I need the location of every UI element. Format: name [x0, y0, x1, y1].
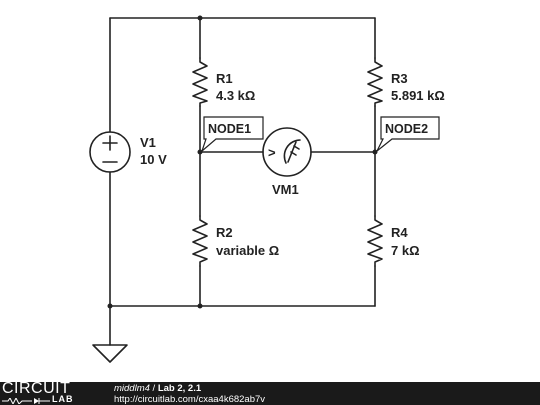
resistor-r4[interactable]: [367, 215, 383, 267]
resistor-r3[interactable]: [367, 57, 383, 107]
logo-wire-icon: [2, 398, 50, 404]
r3-name: R3: [391, 71, 408, 86]
node2-tag-box[interactable]: [376, 116, 440, 152]
junction-bottom-left: [197, 303, 203, 309]
v1-value: 10 V: [140, 152, 167, 167]
circuit-title-line: middlm4 / Lab 2, 2.1: [114, 383, 265, 394]
voltmeter-dial-icon: [283, 139, 301, 164]
r4-value: 7 kΩ: [391, 243, 420, 258]
node1-tag-box[interactable]: [200, 116, 264, 153]
r2-name: R2: [216, 225, 233, 240]
voltmeter-tick-2: [293, 145, 300, 150]
junction-node1: [197, 149, 203, 155]
resistor-r1[interactable]: [192, 57, 208, 107]
voltmeter-vm1[interactable]: [262, 127, 312, 177]
vm1-name: VM1: [272, 182, 299, 197]
vm1-symbol: >: [268, 145, 276, 160]
r3-value: 5.891 kΩ: [391, 88, 445, 103]
author-link[interactable]: middlm4: [114, 383, 150, 394]
resistor-r2[interactable]: [192, 215, 208, 267]
circuitlab-logo[interactable]: CIRCUIT LAB: [2, 380, 102, 405]
r1-value: 4.3 kΩ: [216, 88, 255, 103]
r2-value: variable Ω: [216, 243, 279, 258]
footer-bar: CIRCUIT LAB middlm4 / Lab 2, 2.1 http://…: [0, 380, 540, 405]
circuit-schematic: NODE1 NODE2 R1 4.3 kΩ R3 5.891 kΩ V1 10 …: [89, 15, 445, 363]
junction-bottom-v1: [107, 303, 113, 309]
ground-icon: [92, 344, 128, 363]
title-separator: /: [149, 383, 158, 394]
circuit-url[interactable]: http://circuitlab.com/cxaa4k682ab7v: [114, 394, 266, 405]
voltage-source-v1[interactable]: [89, 131, 131, 173]
logo-wordmark-bottom: LAB: [52, 394, 74, 404]
voltmeter-tick-1: [290, 151, 297, 156]
r1-name: R1: [216, 71, 233, 86]
logo-wordmark-top: CIRCUIT: [2, 380, 71, 397]
junction-node2: [372, 149, 378, 155]
node1-label: NODE1: [208, 122, 251, 136]
circuit-meta: middlm4 / Lab 2, 2.1 http://circuitlab.c…: [114, 383, 265, 405]
circuit-title: Lab 2, 2.1: [157, 383, 202, 394]
node2-label: NODE2: [385, 122, 428, 136]
r4-name: R4: [391, 225, 408, 240]
v1-name: V1: [140, 135, 156, 150]
junction-top-left: [197, 15, 203, 21]
